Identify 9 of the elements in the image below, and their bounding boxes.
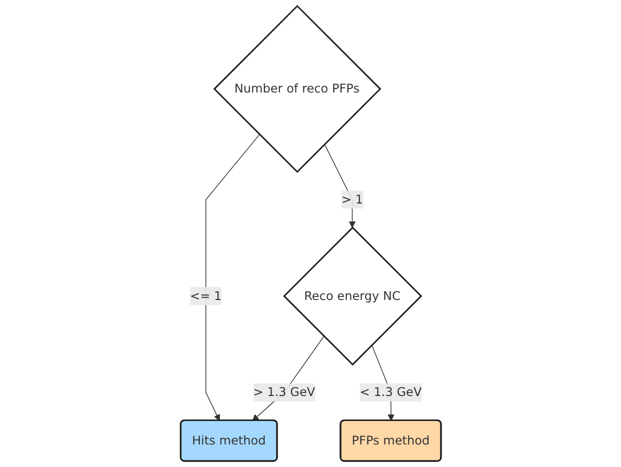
arrow <box>324 144 356 228</box>
edge-label: < 1.3 GeV <box>359 384 422 400</box>
arrow <box>252 336 324 421</box>
edge-label: <= 1 <box>190 288 222 303</box>
arrow <box>205 134 260 421</box>
edge-label: > 1.3 GeV <box>252 384 315 400</box>
edge-label: > 1 <box>341 192 363 206</box>
node-diamond: Reco energy NC <box>282 226 422 366</box>
node-diamond: Number of reco PFPs <box>212 4 381 173</box>
